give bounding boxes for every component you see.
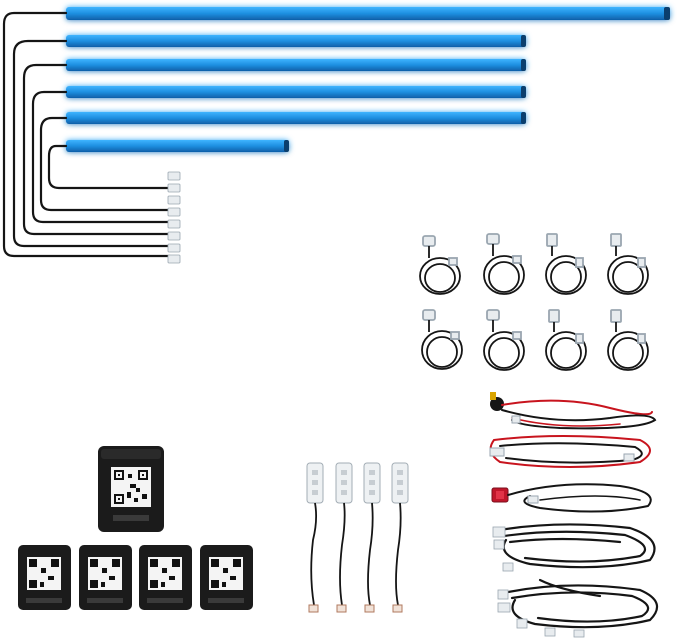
light-bar-3	[66, 59, 526, 71]
main-control-module	[98, 446, 164, 532]
signal-harness-2	[497, 578, 659, 638]
power-harness-1	[490, 392, 657, 430]
light-bar-1	[66, 7, 670, 20]
control-module-3	[139, 545, 192, 610]
light-bar-5	[66, 112, 526, 124]
sensor-lead-7	[545, 309, 587, 371]
sensor-lead-3	[545, 233, 587, 295]
control-modules-group	[18, 446, 253, 610]
light-bars-group	[2, 7, 670, 264]
sensor-lead-2	[483, 233, 525, 295]
light-bar-6	[66, 140, 289, 152]
light-bar-2	[66, 35, 526, 47]
sensor-lead-5	[421, 309, 463, 370]
wiring-harnesses-group	[489, 392, 659, 638]
light-bar-4	[66, 86, 526, 98]
signal-harness-1	[492, 523, 656, 572]
light-bar-cables	[2, 11, 172, 258]
control-module-1	[18, 545, 71, 610]
bar-connectors	[167, 171, 181, 264]
footwell-strip-4	[391, 462, 409, 613]
power-harness-2	[489, 435, 651, 468]
control-module-2	[79, 545, 132, 610]
sensor-lead-6	[483, 309, 525, 371]
sensor-leads-group	[419, 233, 649, 371]
switch-harness	[491, 483, 652, 513]
sensor-lead-4	[607, 233, 649, 295]
footwell-strip-2	[335, 462, 353, 613]
footwell-strip-3	[363, 462, 381, 613]
footwell-strips-group	[306, 462, 409, 613]
sensor-lead-1	[419, 235, 461, 295]
footwell-strip-1	[306, 462, 324, 613]
control-module-4	[200, 545, 253, 610]
sensor-lead-8	[607, 309, 649, 371]
